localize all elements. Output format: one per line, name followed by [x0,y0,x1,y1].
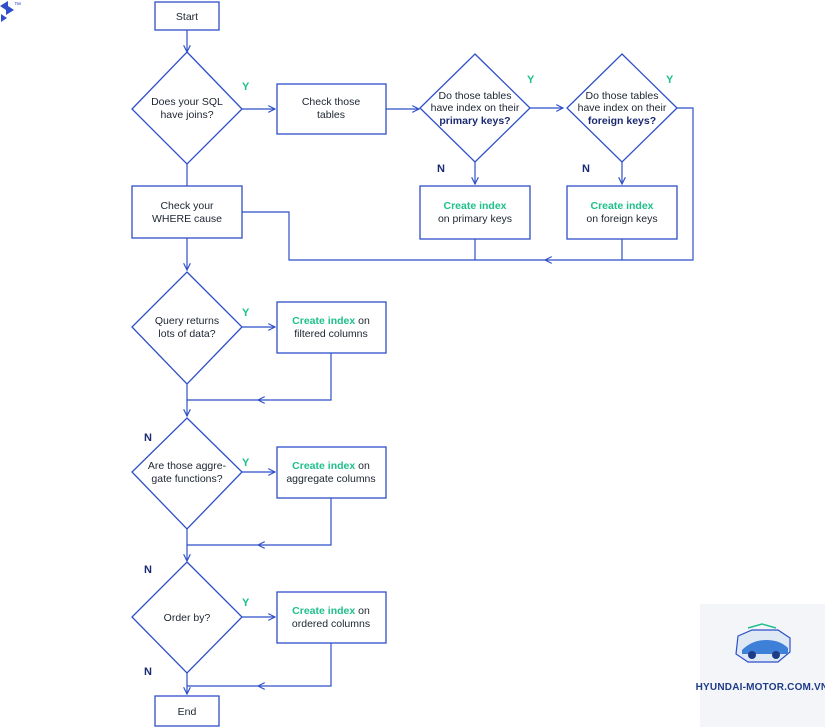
decision-aggregate: Are those aggre- gate functions? [131,417,243,530]
start-label: Start [176,11,198,23]
process-index-foreign: Create index on foreign keys [566,185,678,240]
index-foreign-line2: on foreign keys [586,213,657,225]
returns-no-label: N [144,432,152,444]
process-index-aggregate: Create index on aggregate columns [276,446,387,499]
process-check-where: Check your WHERE cause [131,185,243,239]
check-tables-line2: tables [317,109,345,121]
index-aggregate-line1: Create index on [292,460,370,472]
index-filtered-line2: filtered columns [294,328,368,340]
start-node: Start [154,1,220,31]
end-node: End [154,695,220,727]
primary-yes-label: Y [527,74,535,86]
index-primary-line2: on primary keys [438,213,512,225]
index-foreign-line1: Create index [590,200,653,212]
connector-where-merge [242,211,545,261]
index-ordered-line2: ordered columns [292,618,370,630]
foreign-yes-label: Y [666,74,674,86]
decision-joins-line1: Does your SQL [151,96,223,108]
end-label: End [178,706,197,718]
decision-primary-line3: primary keys? [439,115,510,127]
process-index-filtered: Create index on filtered columns [276,301,387,354]
decision-foreign-line2: have index on their [578,102,667,114]
decision-foreign: Do those tables have index on their fore… [566,53,678,163]
connector-filtered-return [258,353,332,400]
decision-orderby-line1: Order by? [164,612,211,624]
connector-ordered-return [258,643,332,686]
joins-yes-label: Y [242,81,250,93]
connectors [187,30,694,694]
decision-aggregate-line2: gate functions? [151,473,222,485]
brand-logo-icon: ™ [0,1,21,22]
primary-no-label: N [437,163,445,175]
decision-primary-line1: Do those tables [439,90,512,102]
index-filtered-on: on [358,315,370,327]
orderby-no-label: N [144,666,152,678]
connector-foreign-yes [545,107,694,260]
index-primary-line1: Create index [443,200,506,212]
index-ordered-line1: Create index on [292,605,370,617]
index-filtered-accent: Create index [292,315,355,327]
check-where-line2: WHERE cause [152,213,222,225]
connector-aggregate-return [258,498,332,545]
decision-foreign-line3: foreign keys? [588,115,656,127]
returns-yes-label: Y [242,307,250,319]
brand-trademark: ™ [14,2,21,9]
decision-foreign-line1: Do those tables [586,90,659,102]
decision-primary-line2: have index on their [431,102,520,114]
decision-aggregate-line1: Are those aggre- [148,460,227,472]
check-where-line1: Check your [160,200,214,212]
decision-returns: Query returns lots of data? [131,271,243,385]
decision-joins-line2: have joins? [160,109,213,121]
index-aggregate-accent: Create index [292,460,355,472]
decision-primary: Do those tables have index on their prim… [419,53,531,163]
watermark: HYUNDAI-MOTOR.COM.VN [696,604,825,727]
aggregate-no-label: N [144,564,152,576]
car-logo-icon [735,623,791,663]
index-aggregate-on: on [358,460,370,472]
decision-orderby: Order by? [131,561,243,674]
foreign-no-label: N [582,163,590,175]
decision-joins: Does your SQL have joins? [131,51,243,165]
aggregate-yes-label: Y [242,457,250,469]
watermark-text: HYUNDAI-MOTOR.COM.VN [696,682,825,693]
index-ordered-accent: Create index [292,605,355,617]
process-check-tables: Check those tables [276,83,387,135]
index-filtered-line1: Create index on [292,315,370,327]
orderby-yes-label: Y [242,597,250,609]
decision-returns-line2: lots of data? [158,328,215,340]
decision-returns-line1: Query returns [155,315,219,327]
index-ordered-on: on [358,605,370,617]
process-index-primary: Create index on primary keys [419,185,531,240]
process-index-ordered: Create index on ordered columns [276,591,387,644]
index-aggregate-line2: aggregate columns [286,473,375,485]
check-tables-line1: Check those [302,96,361,108]
